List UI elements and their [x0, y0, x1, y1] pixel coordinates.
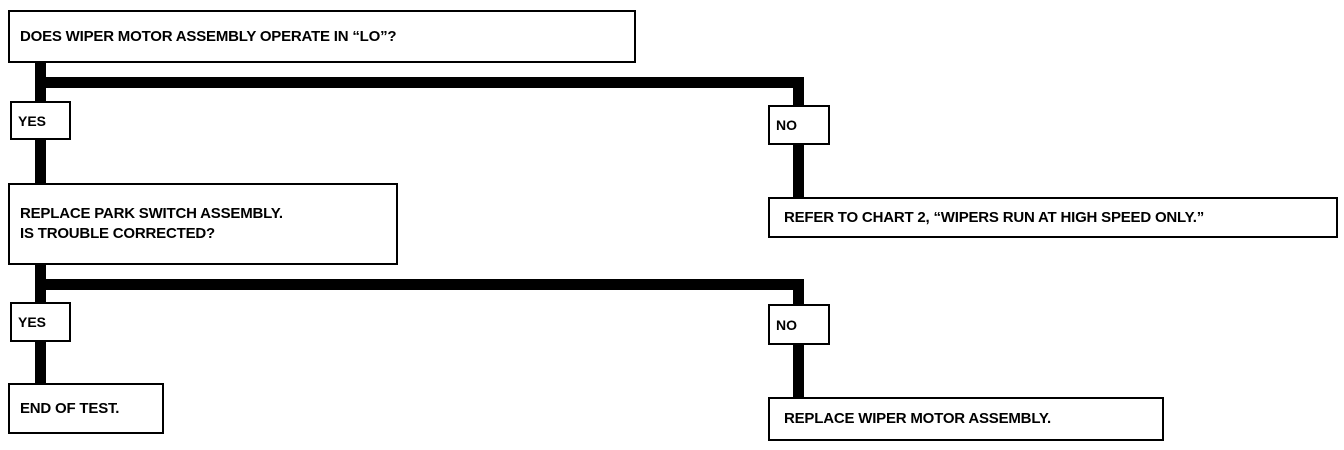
question-text: DOES WIPER MOTOR ASSEMBLY OPERATE IN “LO… [20, 27, 397, 45]
action-text: REFER TO CHART 2, “WIPERS RUN AT HIGH SP… [784, 208, 1205, 226]
action-box-replace-wiper-motor: REPLACE WIPER MOTOR ASSEMBLY. [768, 397, 1164, 441]
yes-label-upper: YES [10, 101, 71, 140]
question-box-wiper-lo: DOES WIPER MOTOR ASSEMBLY OPERATE IN “LO… [8, 10, 636, 63]
question-text-line-1: REPLACE PARK SWITCH ASSEMBLY. [20, 205, 283, 222]
action-text: END OF TEST. [20, 399, 120, 417]
yes-label-lower: YES [10, 302, 71, 342]
question-text-line-2: IS TROUBLE CORRECTED? [20, 225, 215, 242]
question-box-park-switch: REPLACE PARK SWITCH ASSEMBLY. IS TROUBLE… [8, 183, 398, 265]
no-label-upper: NO [768, 105, 830, 145]
action-box-end-of-test: END OF TEST. [8, 383, 164, 434]
action-text: REPLACE WIPER MOTOR ASSEMBLY. [784, 410, 1052, 427]
branch-bar-lower [35, 279, 804, 290]
no-label-lower: NO [768, 304, 830, 345]
branch-bar-upper [35, 77, 804, 88]
action-box-refer-chart-2: REFER TO CHART 2, “WIPERS RUN AT HIGH SP… [768, 197, 1338, 238]
